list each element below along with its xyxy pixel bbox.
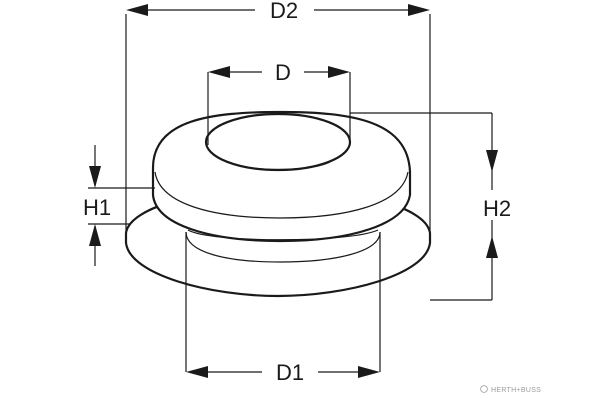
inner-bore xyxy=(204,112,352,172)
bore-depth xyxy=(227,161,331,171)
label-h1: H1 xyxy=(83,195,111,220)
dimension-d2: D2 xyxy=(125,0,431,235)
label-d2: D2 xyxy=(270,0,298,23)
dimension-d: D xyxy=(207,60,351,145)
dimension-d1: D1 xyxy=(185,232,381,385)
label-h2: H2 xyxy=(483,196,511,221)
label-d1: D1 xyxy=(276,360,304,385)
neck-inner xyxy=(187,229,379,241)
neck xyxy=(185,231,381,263)
dimension-h1: H1 xyxy=(83,145,155,266)
watermark: HERTH+BUSS xyxy=(480,385,541,394)
watermark-text: HERTH+BUSS xyxy=(491,387,541,394)
top-rim xyxy=(154,171,409,219)
label-d: D xyxy=(275,60,291,85)
rubber-bushing xyxy=(124,110,432,298)
dimension-h2: H2 xyxy=(350,112,511,301)
